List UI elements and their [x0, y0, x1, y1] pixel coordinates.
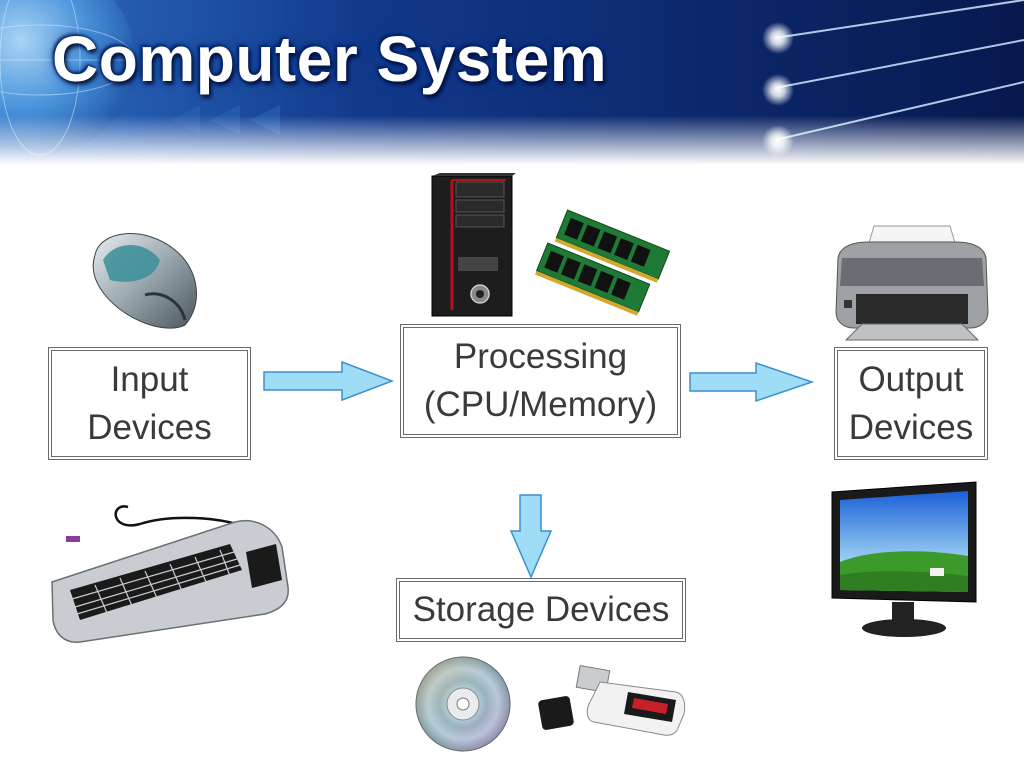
processing-box: Processing (CPU/Memory)	[400, 324, 681, 438]
keyboard-icon	[51, 505, 289, 643]
arrow-input-to-processing	[263, 360, 395, 402]
usb-drive-icon	[538, 664, 686, 736]
arrow-processing-to-output	[689, 361, 815, 403]
arrow-processing-to-storage	[509, 494, 553, 579]
storage-devices-label: Storage Devices	[412, 590, 670, 629]
input-devices-box: Input Devices	[48, 347, 251, 460]
processing-label: Processing (CPU/Memory)	[423, 337, 658, 424]
printer-icon	[835, 225, 989, 341]
cpu-tower-icon	[431, 173, 516, 317]
mouse-icon	[92, 233, 197, 329]
header-banner	[0, 0, 1024, 165]
output-devices-box: Output Devices	[834, 347, 988, 460]
input-devices-label: Input Devices	[87, 359, 212, 447]
storage-devices-box: Storage Devices	[396, 578, 686, 642]
output-devices-label: Output Devices	[848, 359, 974, 447]
cd-disc-icon	[415, 656, 511, 752]
memory-ram-icon	[535, 209, 671, 316]
slide-title: Computer System	[52, 23, 608, 95]
monitor-icon	[831, 481, 977, 637]
